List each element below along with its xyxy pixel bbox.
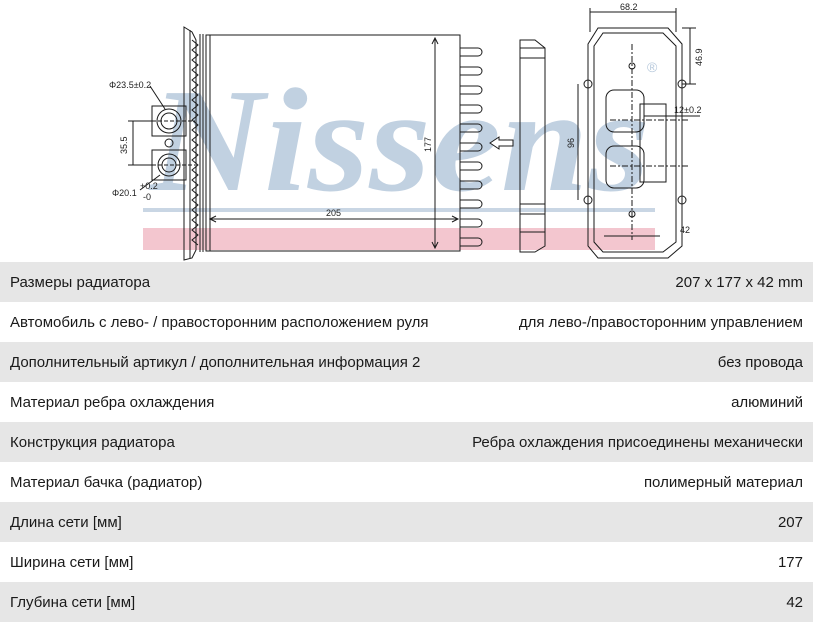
spec-label: Размеры радиатора	[10, 273, 151, 291]
spec-row: Ширина сети [мм] 177	[0, 542, 813, 582]
spec-value: для лево-/правосторонним управлением	[518, 313, 803, 331]
spec-label: Ширина сети [мм]	[10, 553, 134, 571]
technical-drawing: Nissens ®	[0, 0, 813, 262]
dim-core-length: 205	[326, 208, 341, 218]
spec-label: Длина сети [мм]	[10, 513, 122, 531]
radiator-drawing-svg: Nissens ®	[109, 2, 704, 261]
spec-value: 177	[777, 553, 803, 571]
dim-core-depth: 42	[680, 225, 690, 235]
dim-outlet-tol-upper: +0.2	[140, 181, 158, 191]
spec-row: Материал бачка (радиатор) полимерный мат…	[0, 462, 813, 502]
side-profile-view	[519, 39, 546, 253]
spec-label: Материал бачка (радиатор)	[10, 473, 203, 491]
nissens-watermark: Nissens ®	[143, 59, 658, 250]
dim-core-height: 177	[423, 137, 433, 152]
dim-flange-thickness: 12±0.2	[674, 105, 701, 115]
left-tank-outline	[183, 26, 197, 261]
top-view	[577, 8, 700, 259]
spec-label: Дополнительный артикул / дополнительная …	[10, 353, 421, 371]
spec-value: 207 x 177 x 42 mm	[675, 273, 803, 291]
spec-label: Глубина сети [мм]	[10, 593, 136, 611]
spec-value: без провода	[717, 353, 803, 371]
spec-row: Конструкция радиатора Ребра охлаждения п…	[0, 422, 813, 462]
spec-row: Глубина сети [мм] 42	[0, 582, 813, 622]
airflow-arrow-icon	[489, 136, 514, 150]
watermark-registered-mark: ®	[647, 59, 658, 75]
front-view	[128, 26, 483, 261]
spec-row: Размеры радиатора 207 x 177 x 42 mm	[0, 262, 813, 302]
dim-mount-spacing: 96	[566, 138, 576, 148]
spec-label: Конструкция радиатора	[10, 433, 175, 451]
spec-row: Материал ребра охлаждения алюминий	[0, 382, 813, 422]
dim-outlet-tol-lower: -0	[143, 192, 151, 202]
spec-value: Ребра охлаждения присоединены механическ…	[472, 433, 803, 451]
watermark-logo-text: Nissens	[148, 59, 650, 223]
port-center-mark	[164, 138, 174, 148]
spec-value: 207	[777, 513, 803, 531]
spec-value: 42	[786, 593, 803, 611]
spec-label: Автомобиль с лево- / правосторонним расп…	[10, 313, 429, 331]
dim-inlet-diameter: Φ23.5±0.2	[109, 80, 151, 90]
tube-ends	[460, 47, 483, 247]
dim-port-spacing: 35.5	[119, 136, 129, 154]
spec-row: Автомобиль с лево- / правосторонним расп…	[0, 302, 813, 342]
dim-outlet-diameter: Φ20.1	[112, 188, 137, 198]
watermark-pink-stripe	[143, 228, 655, 250]
dim-side-top-offset: 46.9	[694, 48, 704, 66]
spec-label: Материал ребра охлаждения	[10, 393, 215, 411]
specs-table: Размеры радиатора 207 x 177 x 42 mm Авто…	[0, 262, 813, 622]
spec-row: Длина сети [мм] 207	[0, 502, 813, 542]
watermark-blue-stripe	[143, 208, 655, 212]
spec-value: полимерный материал	[643, 473, 803, 491]
spec-row: Дополнительный артикул / дополнительная …	[0, 342, 813, 382]
dim-side-width: 68.2	[620, 2, 638, 12]
tank-ribs	[191, 39, 199, 246]
spec-value: алюминий	[731, 393, 803, 411]
